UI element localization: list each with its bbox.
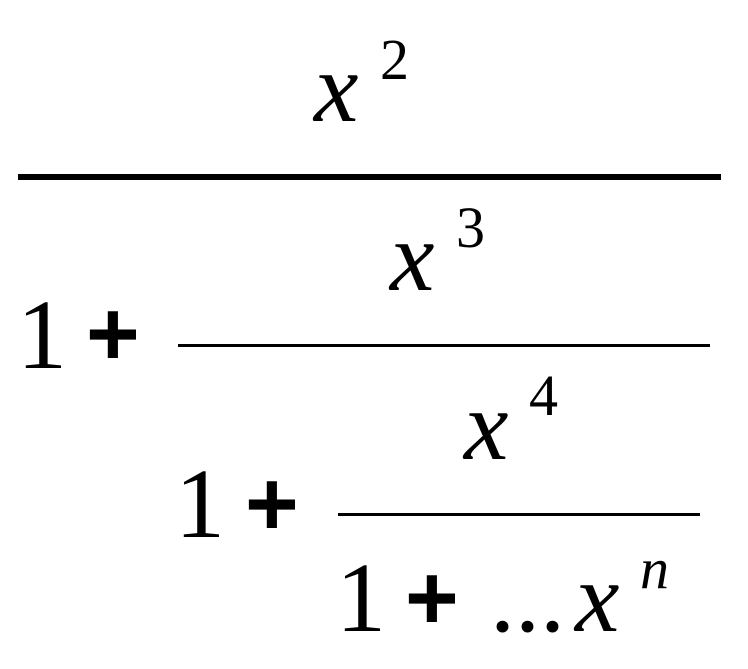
level1-plus: + bbox=[86, 283, 140, 385]
level3-plus: + bbox=[405, 547, 459, 649]
level1-fraction-bar bbox=[178, 344, 710, 347]
top-numerator-exponent: 2 bbox=[380, 27, 409, 92]
level2-numerator-base: x bbox=[464, 370, 509, 481]
level2-plus: + bbox=[245, 453, 299, 555]
level2-numerator-exponent: 4 bbox=[529, 363, 558, 428]
level3-ellipsis: ... bbox=[490, 542, 565, 653]
level3-base: x bbox=[575, 542, 620, 653]
level3-exponent: n bbox=[640, 536, 669, 601]
top-numerator-base: x bbox=[314, 32, 359, 143]
level1-one: 1 bbox=[17, 279, 67, 390]
level3-one: 1 bbox=[336, 542, 386, 653]
level1-numerator-base: x bbox=[390, 201, 435, 312]
main-fraction-bar bbox=[18, 174, 721, 180]
level2-one: 1 bbox=[175, 448, 225, 559]
level2-fraction-bar bbox=[338, 513, 700, 516]
level1-numerator-exponent: 3 bbox=[456, 195, 485, 260]
